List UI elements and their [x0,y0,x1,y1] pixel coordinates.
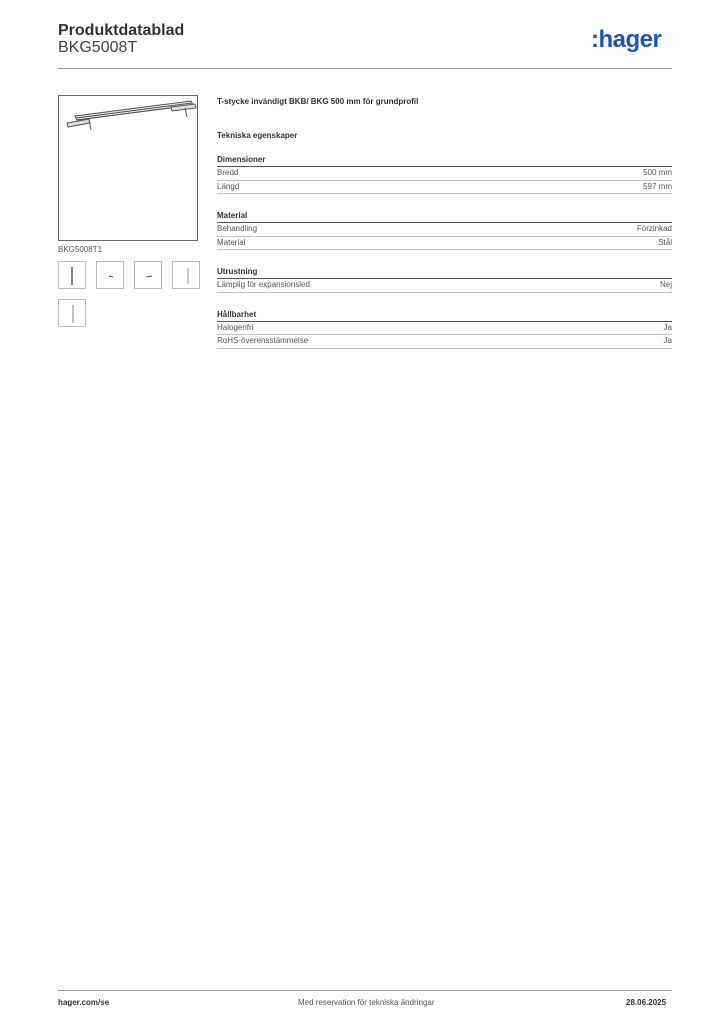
product-image [58,95,198,241]
spec-label: Material [217,237,246,247]
spec-label: Behandling [217,224,258,233]
spec-label: Halogenfri [217,322,254,332]
thumbnail-3[interactable] [134,261,162,289]
spec-row: RoHS-överensstämmelse Ja [217,335,672,349]
footer-date: 28.06.2025 [626,998,667,1007]
spec-group-sustainability: Hållbarhet Halogenfri Ja RoHS-överensstä… [217,310,672,349]
document-title: Produktdatablad [58,22,185,39]
spec-row: Längd 597 mm [217,181,672,194]
product-code: BKG5008T [58,39,138,56]
drawing-icon [72,305,74,323]
spec-value: Stål [658,237,672,247]
spec-value: 597 mm [643,181,672,191]
spec-group-equipment: Utrustning Lämplig för expansionsled Nej [217,267,672,293]
thumbnail-4[interactable] [172,261,200,289]
footer-divider [58,990,672,991]
spec-value: 500 mm [643,168,672,177]
thumbnail-2[interactable] [96,261,124,289]
header-divider [58,68,672,69]
spec-value: Förzinkad [636,224,672,233]
thumbnail-1[interactable] [58,261,86,289]
spec-row: Halogenfri Ja [217,322,672,335]
product-description: T-stycke invändigt BKB/ BKG 500 mm för g… [217,97,419,106]
drawing-icon [145,275,153,278]
drawing-icon [108,275,114,278]
spec-label: Längd [217,181,240,191]
spec-row: Material Stål [217,237,672,250]
spec-group-title: Dimensioner [217,155,672,167]
specifications: T-stycke invändigt BKB/ BKG 500 mm för g… [217,97,672,349]
thumbnail-5[interactable] [58,299,86,327]
spec-label: RoHS-överensstämmelse [217,336,309,345]
spec-value: Nej [659,280,672,289]
spec-label: Lämplig för expansionsled [217,280,310,289]
spec-row: Behandling Förzinkad [217,223,672,237]
hager-logo: :hager [591,26,662,53]
spec-value: Ja [663,336,672,345]
section-heading: Tekniska egenskaper [217,131,298,140]
drawing-icon [71,267,73,285]
spec-label: Bredd [217,168,239,177]
spec-group-dimensions: Dimensioner Bredd 500 mm Längd 597 mm [217,155,672,194]
t-piece-drawing [66,100,197,131]
drawing-icon [187,268,189,284]
spec-group-title: Hållbarhet [217,310,672,322]
footer-website: hager.com/se [58,998,110,1007]
spec-row: Bredd 500 mm [217,167,672,181]
spec-group-title: Utrustning [217,267,672,279]
spec-row: Lämplig för expansionsled Nej [217,279,672,293]
image-caption: BKG5008T1 [58,245,103,254]
spec-group-title: Material [217,211,672,223]
footer-disclaimer: Med reservation för tekniska ändringar [298,998,435,1007]
spec-group-material: Material Behandling Förzinkad Material S… [217,211,672,250]
spec-value: Ja [663,322,672,332]
